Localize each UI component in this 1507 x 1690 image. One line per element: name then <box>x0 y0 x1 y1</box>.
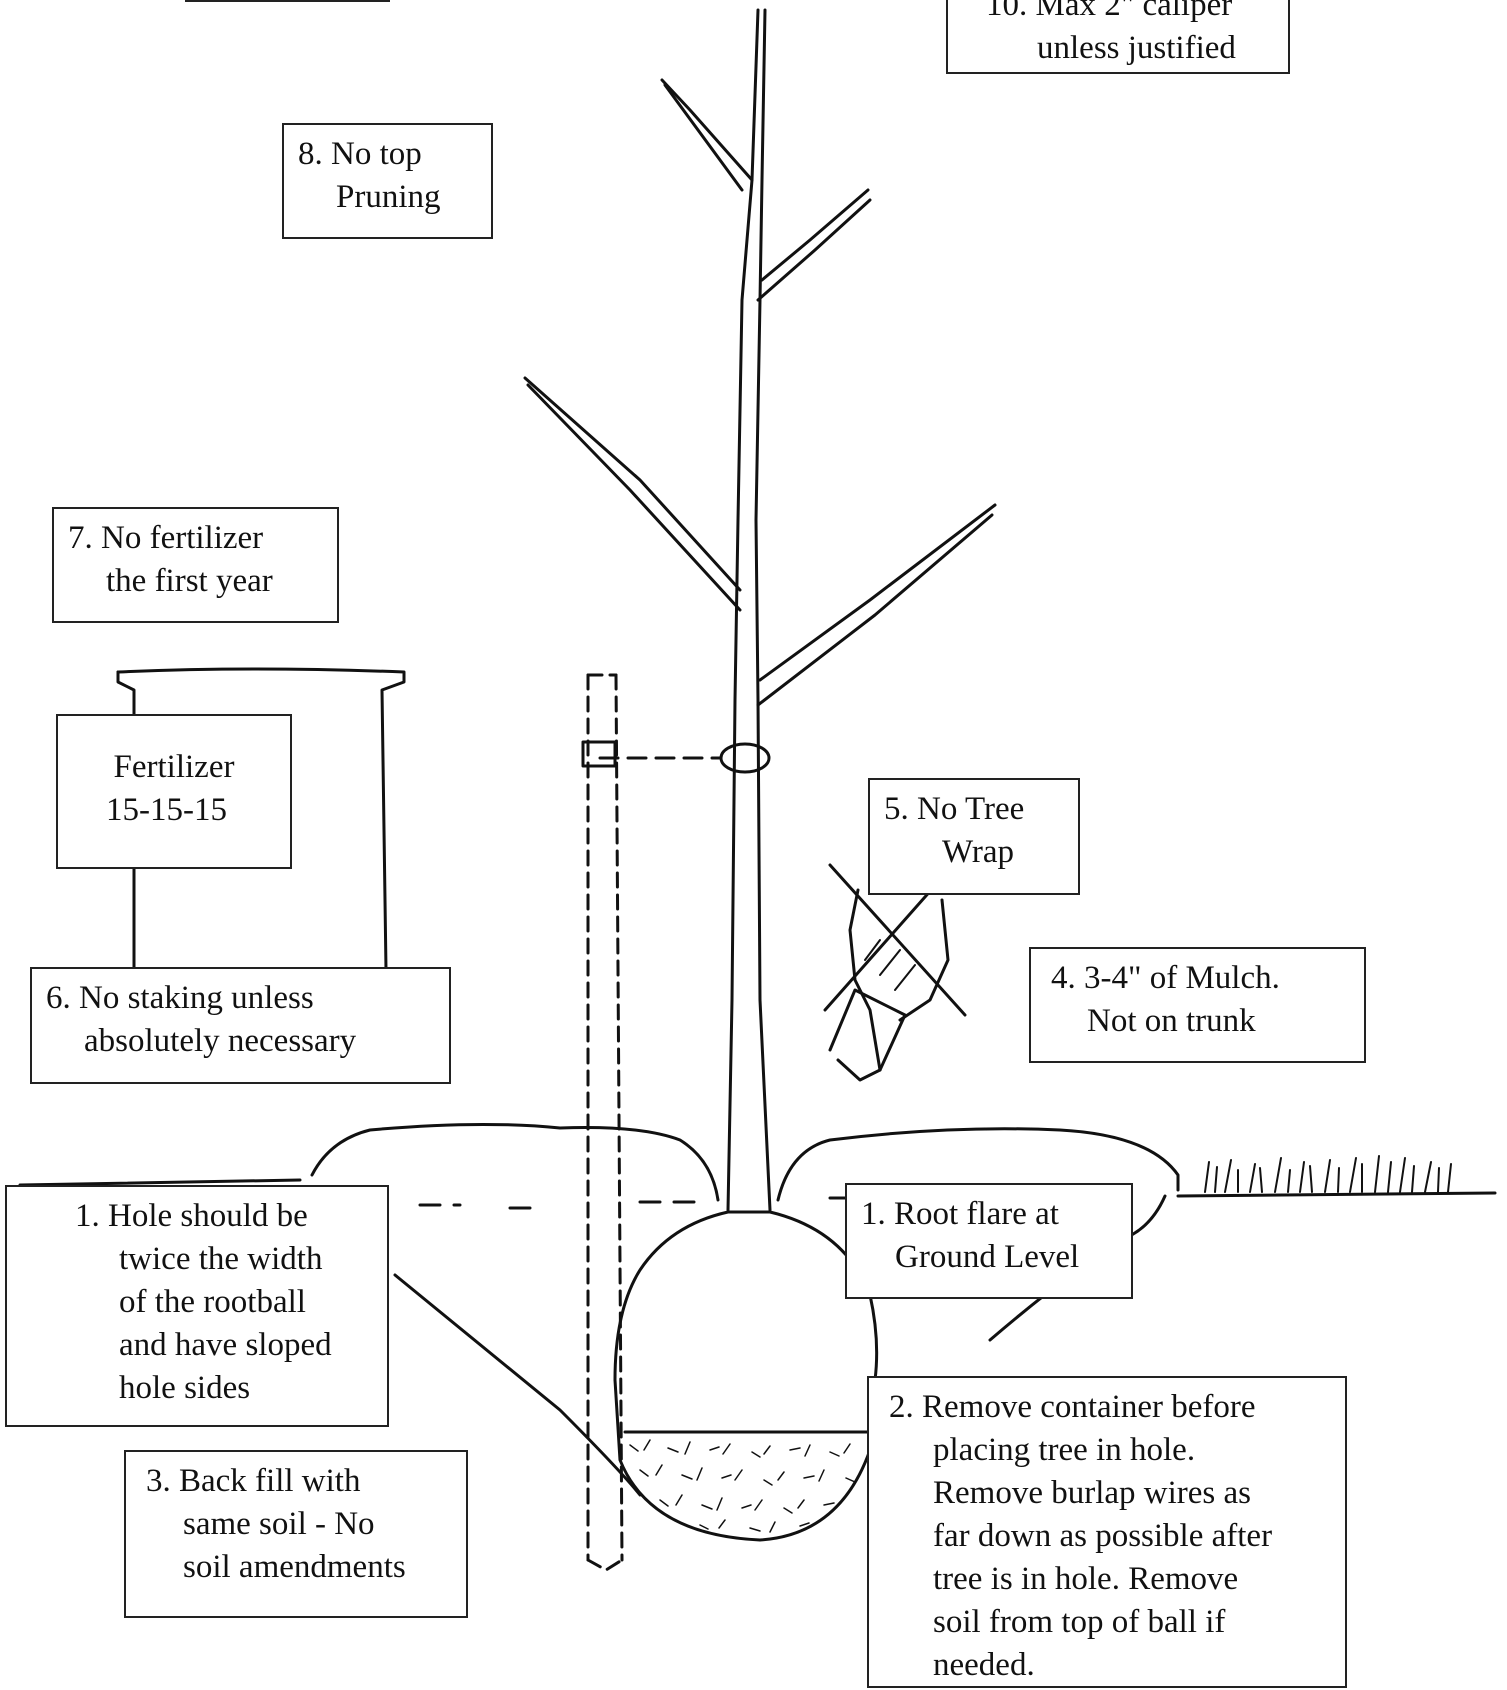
callout-no-top-pruning-line1: 8. No top <box>298 136 422 172</box>
callout-no-tree-wrap-line1: 5. No Tree <box>884 791 1025 827</box>
tree-branches <box>523 78 997 707</box>
callout-hole-width-line2: twice the width <box>119 1241 323 1277</box>
callout-remove-container-line6: soil from top of ball if <box>933 1604 1226 1640</box>
root-ball <box>613 1210 879 1542</box>
callout-remove-container: 2. Remove container before placing tree … <box>867 1376 1347 1688</box>
callout-max-caliper-line1: 10. Max 2" caliper <box>986 0 1233 23</box>
tree-trunk <box>726 8 772 1212</box>
callout-no-staking: 6. No staking unless absolutely necessar… <box>30 967 451 1084</box>
callout-no-top-pruning: 8. No top Pruning <box>282 123 493 239</box>
grass <box>1204 1155 1452 1193</box>
callout-hole-width-line4: and have sloped <box>119 1327 332 1363</box>
callout-no-staking-line1: 6. No staking unless <box>46 980 314 1016</box>
callout-no-fertilizer: 7. No fertilizer the first year <box>52 507 339 623</box>
callout-root-flare: 1. Root flare at Ground Level <box>845 1183 1133 1299</box>
callout-backfill-line1: 3. Back fill with <box>146 1463 361 1499</box>
callout-no-staking-line2: absolutely necessary <box>84 1023 357 1059</box>
callout-remove-container-line5: tree is in hole. Remove <box>933 1561 1239 1597</box>
callout-max-caliper-line2: unless justified <box>1037 30 1236 66</box>
callout-remove-container-line4: far down as possible after <box>933 1518 1273 1554</box>
callout-no-tree-wrap-line2: Wrap <box>942 834 1014 870</box>
mulch-mound <box>310 1122 1180 1202</box>
root-ball-soil <box>629 1439 856 1533</box>
callout-backfill-line3: soil amendments <box>183 1549 406 1585</box>
stake-tie <box>581 740 771 774</box>
callout-remove-container-line1: 2. Remove container before <box>889 1389 1256 1425</box>
callout-remove-container-line3: Remove burlap wires as <box>933 1475 1251 1511</box>
callout-no-fertilizer-line2: the first year <box>106 563 273 599</box>
callout-remove-container-line7: needed. <box>933 1647 1035 1683</box>
callout-root-flare-line1: 1. Root flare at <box>861 1196 1059 1232</box>
callout-no-top-pruning-line2: Pruning <box>336 179 441 215</box>
callout-backfill: 3. Back fill with same soil - No soil am… <box>124 1450 468 1618</box>
callout-hole-width-line1: 1. Hole should be <box>75 1198 308 1234</box>
callout-root-flare-line2: Ground Level <box>895 1239 1080 1275</box>
callout-mulch-line1: 4. 3-4" of Mulch. <box>1051 960 1280 996</box>
fertilizer-bag-label: Fertilizer 15-15-15 <box>56 714 292 869</box>
fertilizer-bag-label-line1: Fertilizer <box>113 749 235 785</box>
callout-hole-width: 1. Hole should be twice the width of the… <box>5 1185 389 1427</box>
top-divider <box>185 0 390 2</box>
callout-hole-width-line5: hole sides <box>119 1370 251 1406</box>
stake <box>586 673 624 1572</box>
callout-no-tree-wrap: 5. No Tree Wrap <box>868 778 1080 895</box>
fertilizer-bag-label-line2: 15-15-15 <box>106 792 227 828</box>
callout-mulch: 4. 3-4" of Mulch. Not on trunk <box>1029 947 1366 1063</box>
tree-wrap-crossed <box>823 863 967 1082</box>
callout-mulch-line2: Not on trunk <box>1087 1003 1256 1039</box>
callout-remove-container-line2: placing tree in hole. <box>933 1432 1196 1468</box>
callout-max-caliper: 10. Max 2" caliper unless justified <box>946 0 1290 74</box>
callout-no-fertilizer-line1: 7. No fertilizer <box>68 520 264 556</box>
callout-backfill-line2: same soil - No <box>183 1506 375 1542</box>
callout-hole-width-line3: of the rootball <box>119 1284 306 1320</box>
